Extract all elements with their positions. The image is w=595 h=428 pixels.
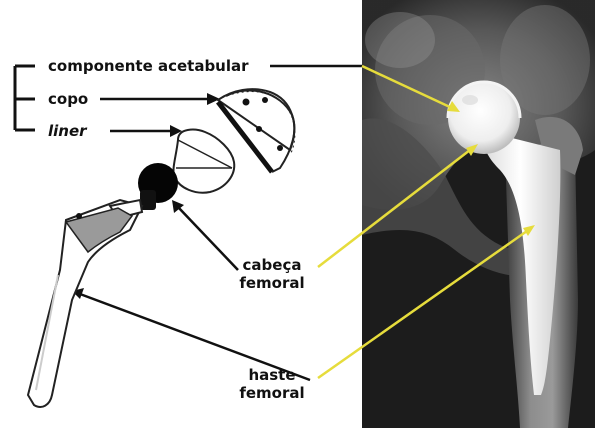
femoral-head <box>138 163 178 210</box>
label-cup: copo <box>48 90 88 108</box>
label-femoral-head: cabeça femoral <box>232 256 312 292</box>
label-liner: liner <box>48 122 87 140</box>
label-femoral-stem-line1: haste <box>232 366 312 384</box>
label-femoral-stem: haste femoral <box>232 366 312 402</box>
label-femoral-head-line1: cabeça <box>232 256 312 274</box>
xray-image <box>362 0 595 428</box>
liner <box>173 130 234 193</box>
label-bracket <box>15 66 35 130</box>
label-femoral-head-line2: femoral <box>232 274 312 292</box>
label-acetabular-component: componente acetabular <box>48 57 249 75</box>
femoral-stem <box>28 200 142 407</box>
label-femoral-stem-line2: femoral <box>232 384 312 402</box>
